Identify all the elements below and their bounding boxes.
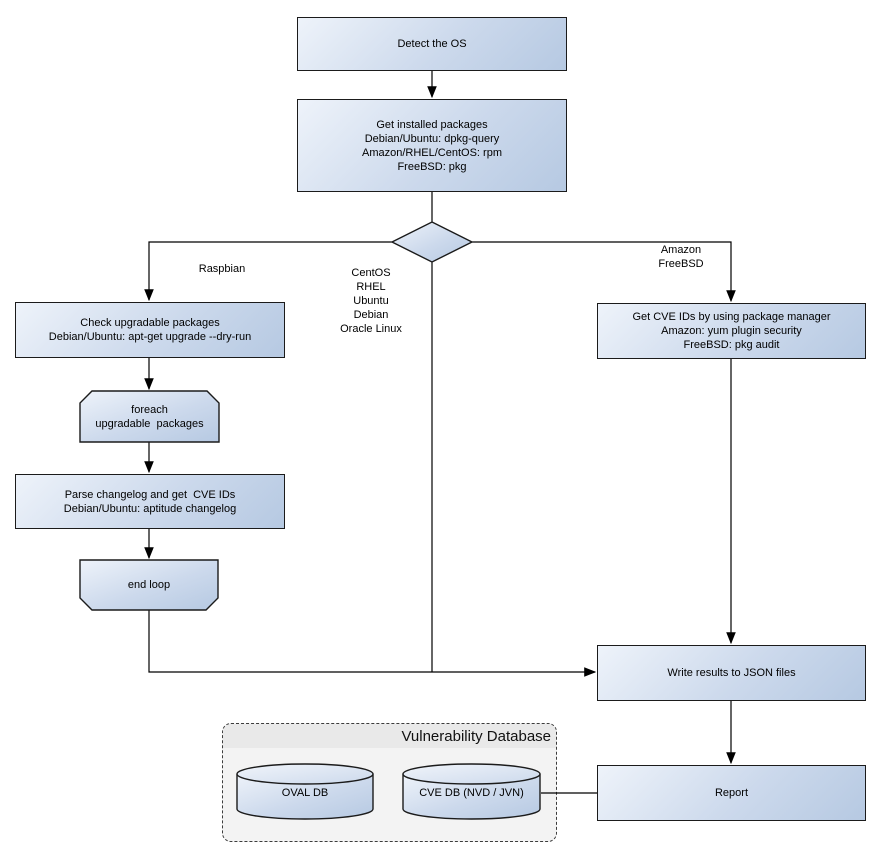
os-decision-diamond xyxy=(390,221,474,263)
edge-decision-to-get-cve-ids xyxy=(472,241,736,303)
node-detect-os: Detect the OS xyxy=(297,17,567,71)
edge-merge-to-write-results xyxy=(148,610,597,677)
vulnerability-database-title: Vulnerability Database xyxy=(401,727,551,745)
vulnerability-database-header: Vulnerability Database xyxy=(223,724,556,748)
node-get-cve-ids: Get CVE IDs by using package manager Ama… xyxy=(597,303,866,359)
node-report: Report xyxy=(597,765,866,821)
branch-label-centos-rhel-ubuntu-debian-oracle: CentOS RHEL Ubuntu Debian Oracle Linux xyxy=(340,267,402,335)
edge-decision-to-check-upgradable xyxy=(144,241,392,302)
end-loop-shape xyxy=(79,559,219,611)
node-write-results: Write results to JSON files xyxy=(597,645,866,701)
oval-db-cylinder-top xyxy=(236,763,374,785)
cve-db-cylinder-body xyxy=(402,774,541,820)
node-check-upgradable-packages: Check upgradable packages Debian/Ubuntu:… xyxy=(15,302,285,358)
node-parse-changelog: Parse changelog and get CVE IDs Debian/U… xyxy=(15,474,285,529)
branch-label-amazon-freebsd: Amazon FreeBSD xyxy=(658,244,704,270)
node-get-installed-packages: Get installed packages Debian/Ubuntu: dp… xyxy=(297,99,567,192)
branch-label-raspbian: Raspbian xyxy=(198,263,246,275)
foreach-loop-shape xyxy=(79,390,220,443)
oval-db-cylinder-body xyxy=(236,774,374,820)
cve-db-cylinder-top xyxy=(402,763,541,785)
